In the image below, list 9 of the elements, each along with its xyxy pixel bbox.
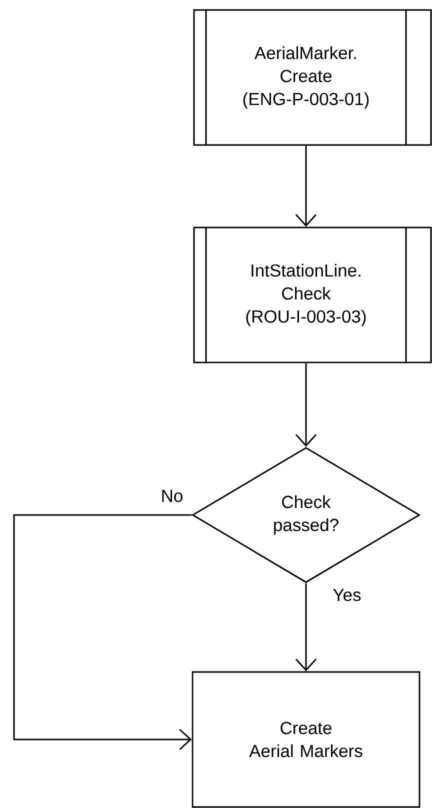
arrow <box>295 146 317 227</box>
arrow <box>13 514 192 750</box>
arrow <box>295 583 317 672</box>
edge-label: No <box>160 488 184 504</box>
predefined-process-box: IntStationLine. Check (ROU-I-003-03) <box>193 226 432 364</box>
predefined-process-box: AerialMarker. Create (ENG-P-003-01) <box>193 9 432 146</box>
process-box: Create Aerial Markers <box>192 671 420 808</box>
arrow <box>295 363 317 447</box>
edge-label: Yes <box>332 588 362 602</box>
